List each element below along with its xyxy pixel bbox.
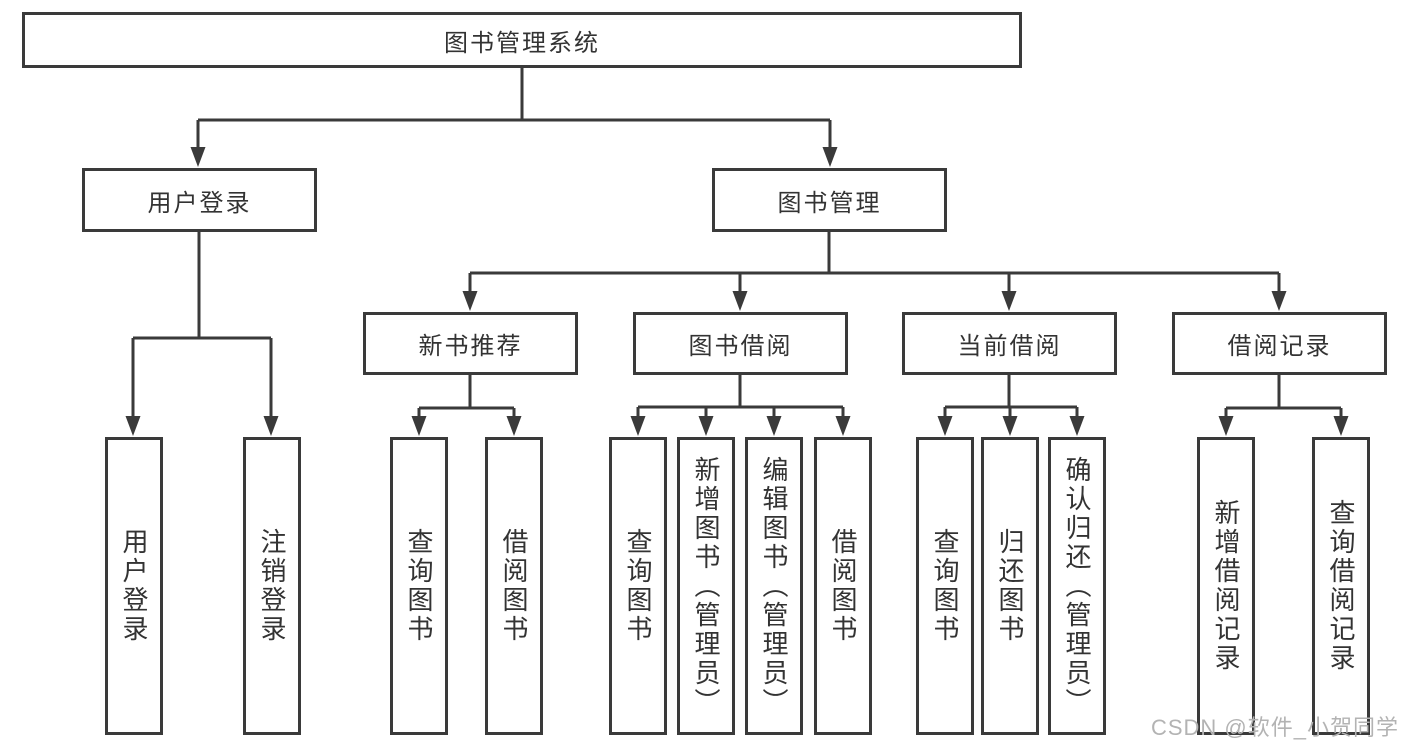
node-user-login-label: 用户登录 <box>147 189 252 217</box>
arrow-down-icon <box>190 147 206 167</box>
arrow-down-icon <box>506 416 522 436</box>
leaf-query-books-3-label: 查询图书 <box>930 528 960 644</box>
arrow-down-icon <box>1069 416 1085 436</box>
leaf-logout: 注销登录 <box>243 437 301 735</box>
connector-book-mgmt-to-level2 <box>462 232 1287 311</box>
leaf-confirm-return-admin: 确认归还（管理员） <box>1048 437 1106 735</box>
leaf-logout-label: 注销登录 <box>257 528 287 644</box>
leaf-add-borrow-record-label: 新增借阅记录 <box>1211 499 1241 673</box>
connector-root-to-level1 <box>190 68 838 167</box>
arrow-down-icon <box>835 416 851 436</box>
leaf-edit-books-admin: 编辑图书（管理员） <box>745 437 803 735</box>
csdn-watermark: CSDN @软件_小贺同学 <box>1150 715 1399 740</box>
connector-current-borrow-children <box>937 375 1085 436</box>
connector-book-borrow-children <box>630 375 851 436</box>
node-new-book-recommend: 新书推荐 <box>363 312 578 375</box>
arrow-down-icon <box>125 416 141 436</box>
leaf-query-books-2: 查询图书 <box>609 437 667 735</box>
arrow-down-icon <box>1001 291 1017 311</box>
node-user-login: 用户登录 <box>82 168 317 232</box>
arrow-down-icon <box>698 416 714 436</box>
connector-new-book-children <box>411 375 522 436</box>
leaf-confirm-return-admin-label: 确认归还（管理员） <box>1062 455 1092 717</box>
node-current-borrowing-label: 当前借阅 <box>957 333 1062 360</box>
arrow-down-icon <box>263 416 279 436</box>
leaf-user-login-label: 用户登录 <box>119 528 149 644</box>
leaf-add-books-admin-label: 新增图书（管理员） <box>691 455 721 717</box>
leaf-borrow-books-2-label: 借阅图书 <box>828 528 858 644</box>
leaf-edit-books-admin-label: 编辑图书（管理员） <box>759 455 789 717</box>
node-root: 图书管理系统 <box>22 12 1022 68</box>
arrow-down-icon <box>1333 416 1349 436</box>
node-borrowing-records: 借阅记录 <box>1172 312 1387 375</box>
node-book-borrowing-label: 图书借阅 <box>688 333 793 360</box>
arrow-down-icon <box>1002 416 1018 436</box>
leaf-borrow-books-1: 借阅图书 <box>485 437 543 735</box>
node-root-label: 图书管理系统 <box>444 29 600 57</box>
arrow-down-icon <box>1218 416 1234 436</box>
leaf-query-books-1-label: 查询图书 <box>404 528 434 644</box>
leaf-add-borrow-record: 新增借阅记录 <box>1197 437 1255 735</box>
leaf-borrow-books-2: 借阅图书 <box>814 437 872 735</box>
arrow-down-icon <box>822 147 838 167</box>
leaf-return-books: 归还图书 <box>981 437 1039 735</box>
arrow-down-icon <box>766 416 782 436</box>
leaf-query-books-1: 查询图书 <box>390 437 448 735</box>
leaf-return-books-label: 归还图书 <box>995 528 1025 644</box>
leaf-query-borrow-record-label: 查询借阅记录 <box>1326 499 1356 673</box>
leaf-user-login: 用户登录 <box>105 437 163 735</box>
arrow-down-icon <box>937 416 953 436</box>
node-current-borrowing: 当前借阅 <box>902 312 1117 375</box>
node-book-management-label: 图书管理 <box>777 189 882 217</box>
node-new-book-recommend-label: 新书推荐 <box>418 333 523 360</box>
arrow-down-icon <box>630 416 646 436</box>
connector-borrow-record-children <box>1218 375 1349 436</box>
arrow-down-icon <box>732 291 748 311</box>
node-borrowing-records-label: 借阅记录 <box>1227 333 1332 360</box>
arrow-down-icon <box>462 291 478 311</box>
leaf-query-books-2-label: 查询图书 <box>623 528 653 644</box>
node-book-management: 图书管理 <box>712 168 947 232</box>
leaf-query-borrow-record: 查询借阅记录 <box>1312 437 1370 735</box>
leaf-query-books-3: 查询图书 <box>916 437 974 735</box>
connector-user-login-children <box>125 232 279 436</box>
arrow-down-icon <box>1271 291 1287 311</box>
arrow-down-icon <box>411 416 427 436</box>
node-book-borrowing: 图书借阅 <box>633 312 848 375</box>
leaf-borrow-books-1-label: 借阅图书 <box>499 528 529 644</box>
leaf-add-books-admin: 新增图书（管理员） <box>677 437 735 735</box>
